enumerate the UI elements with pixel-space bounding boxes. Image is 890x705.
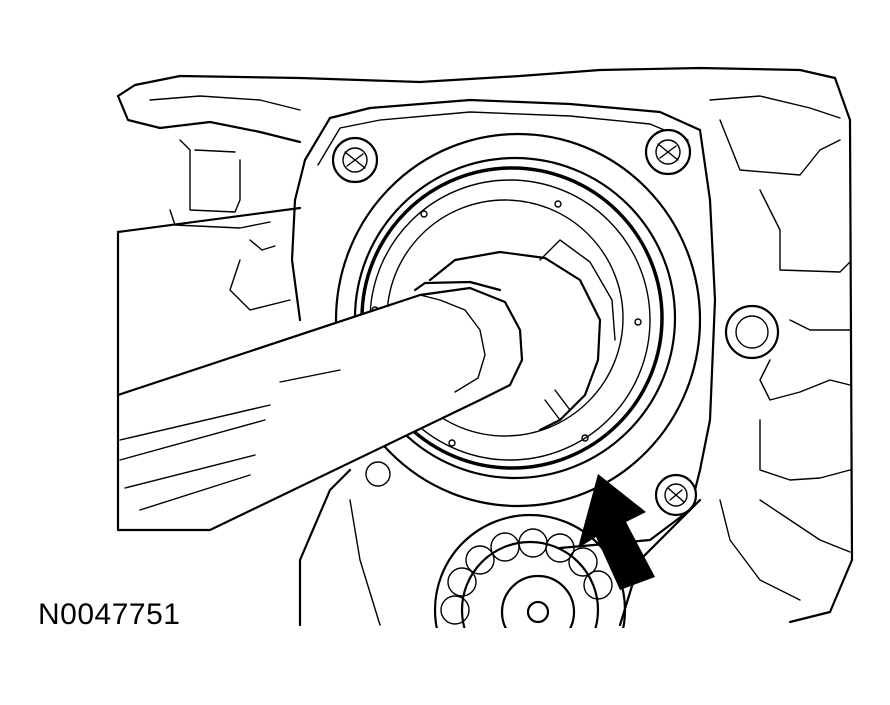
indicator-arrow [578, 474, 655, 590]
bolt-hole-bottom-left [365, 461, 391, 487]
housing-casting [116, 66, 854, 627]
figure-id-label: N0047751 [38, 598, 181, 631]
bolt-hole-bottom-right [654, 473, 698, 517]
bolt-hole-right [724, 304, 780, 360]
bolt-hole-top-right [644, 128, 692, 176]
crankshaft-flange [428, 239, 616, 432]
pilot-bearing [300, 513, 630, 705]
bolt-hole-top-left [331, 136, 379, 184]
seal-installer-tool [116, 206, 524, 532]
